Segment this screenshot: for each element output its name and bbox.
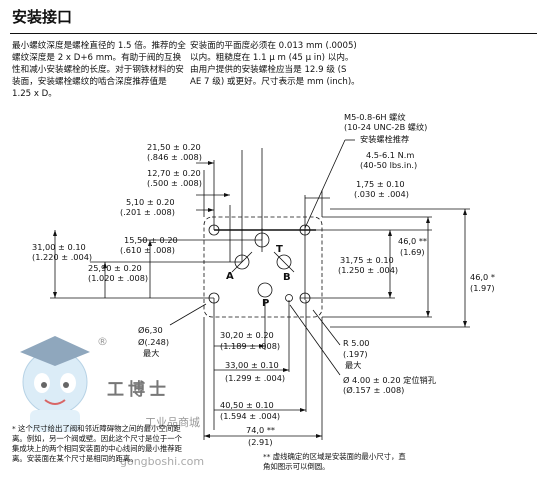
section-title: 安装接口 xyxy=(12,8,73,26)
radius-spec-inch: (.197) xyxy=(343,349,368,359)
dim-6-30: Ø6,30 xyxy=(138,325,163,335)
bolt-hole xyxy=(299,224,311,236)
dim-74-0: 74,0 ** xyxy=(246,425,275,435)
dim-1-75-inch: (.030 ± .004) xyxy=(354,189,409,199)
watermark-mascot-icon xyxy=(20,336,90,432)
dim-6-30-inch: Ø(.248) xyxy=(138,337,169,347)
watermark-registered-mark: ® xyxy=(97,335,108,348)
locating-pin-hole xyxy=(285,294,293,302)
dim-33-00: 33,00 ± 0.10 xyxy=(225,360,279,370)
bolt-hole xyxy=(208,292,220,304)
dim-25-90-inch: (1.020 ± .008) xyxy=(88,273,148,283)
mounting-surface-outline xyxy=(203,216,323,318)
dim-31-75-inch: (1.250 ± .004) xyxy=(338,265,398,275)
dim-46-0-outer: 46,0 * xyxy=(470,272,495,282)
dim-25-90: 25,90 ± 0.20 xyxy=(88,263,142,273)
dim-33-00-inch: (1.299 ± .004) xyxy=(225,373,285,383)
dim-5-10: 5,10 ± 0.20 xyxy=(126,197,175,207)
locating-pin-spec-inch: (Ø.157 ± .008) xyxy=(343,385,404,395)
port-t-label: T xyxy=(276,244,283,255)
radius-spec: R 5.00 xyxy=(343,338,370,348)
dim-40-50: 40,50 ± 0.10 xyxy=(220,400,274,410)
footnote-left: * 这个尺寸给出了阀和邻近障碍物之间的最小空间距离。例如，另一个阀或壁。因此这个… xyxy=(12,424,182,463)
dim-46-0-inner: 46,0 ** xyxy=(398,236,427,246)
dim-46-0-inner-inch: (1.69) xyxy=(400,247,425,257)
footnote-right: ** 虚线确定的区域是安装面的最小尺寸，直角如图示可以倒圆。 xyxy=(263,452,406,471)
watermark-shop: 工业品商城 xyxy=(145,416,200,429)
dim-15-50: 15,50 ± 0.20 xyxy=(124,235,178,245)
port-p-label: P xyxy=(262,298,269,309)
dim-21-50-inch: (.846 ± .008) xyxy=(147,152,202,162)
dim-6-30-note: 最大 xyxy=(143,348,159,358)
port-centerline xyxy=(273,251,295,273)
port-b-label: B xyxy=(283,272,291,283)
bolt-hole xyxy=(208,224,220,236)
dim-40-50-inch: (1.594 ± .004) xyxy=(220,411,280,421)
title-underline xyxy=(10,33,537,34)
bolt-hole xyxy=(299,292,311,304)
port-a-hole xyxy=(234,254,250,270)
dim-31-00: 31,00 ± 0.10 xyxy=(32,242,86,252)
dim-31-75: 31,75 ± 0.10 xyxy=(340,255,394,265)
port-b-hole xyxy=(276,254,292,270)
bolt-recommendation: 安装螺栓推荐 xyxy=(360,134,409,144)
locating-pin-spec: Ø 4.00 ± 0.20 定位销孔 xyxy=(343,375,436,385)
torque-spec-inch: (40-50 lbs.in.) xyxy=(360,160,417,170)
dim-30-20: 30,20 ± 0.20 xyxy=(220,330,274,340)
leader-line xyxy=(169,303,207,326)
dim-1-75: 1,75 ± 0.10 xyxy=(356,179,405,189)
thread-spec: M5-0.8-6H 螺纹 xyxy=(344,112,406,122)
leader-line xyxy=(304,139,346,229)
dim-12-70-inch: (.500 ± .008) xyxy=(147,178,202,188)
dim-21-50: 21,50 ± 0.20 xyxy=(147,142,201,152)
thread-spec-inch: (10-24 UNC-2B 螺纹) xyxy=(344,122,427,132)
dim-5-10-inch: (.201 ± .008) xyxy=(120,207,175,217)
dim-46-0-outer-inch: (1.97) xyxy=(470,283,495,293)
torque-spec: 4.5-6.1 N.m xyxy=(366,150,414,160)
port-centerline xyxy=(231,251,253,273)
dim-31-00-inch: (1.220 ± .004) xyxy=(32,252,92,262)
dim-12-70: 12,70 ± 0.20 xyxy=(147,168,201,178)
dim-15-50-inch: (.610 ± .008) xyxy=(120,245,175,255)
intro-right-paragraph: 安装面的平面度必须在 0.013 mm (.0005) 以内。粗糙度在 1.1 … xyxy=(190,41,360,87)
port-p-hole xyxy=(257,282,273,298)
intro-left-paragraph: 最小螺纹深度是螺栓直径的 1.5 倍。推荐的全螺纹深度是 2 x D+6 mm。… xyxy=(12,41,186,99)
arrowheads xyxy=(53,161,467,438)
port-a-label: A xyxy=(226,271,234,282)
dim-30-20-inch: (1.189 ± .008) xyxy=(220,341,280,351)
dim-74-0-inch: (2.91) xyxy=(248,437,273,447)
leader-line xyxy=(289,304,341,376)
watermark-brand: 工博士 xyxy=(107,380,170,400)
leader-line xyxy=(312,309,341,346)
radius-spec-note: 最大 xyxy=(345,360,361,370)
watermark-url: gongboshi.com xyxy=(120,455,205,468)
